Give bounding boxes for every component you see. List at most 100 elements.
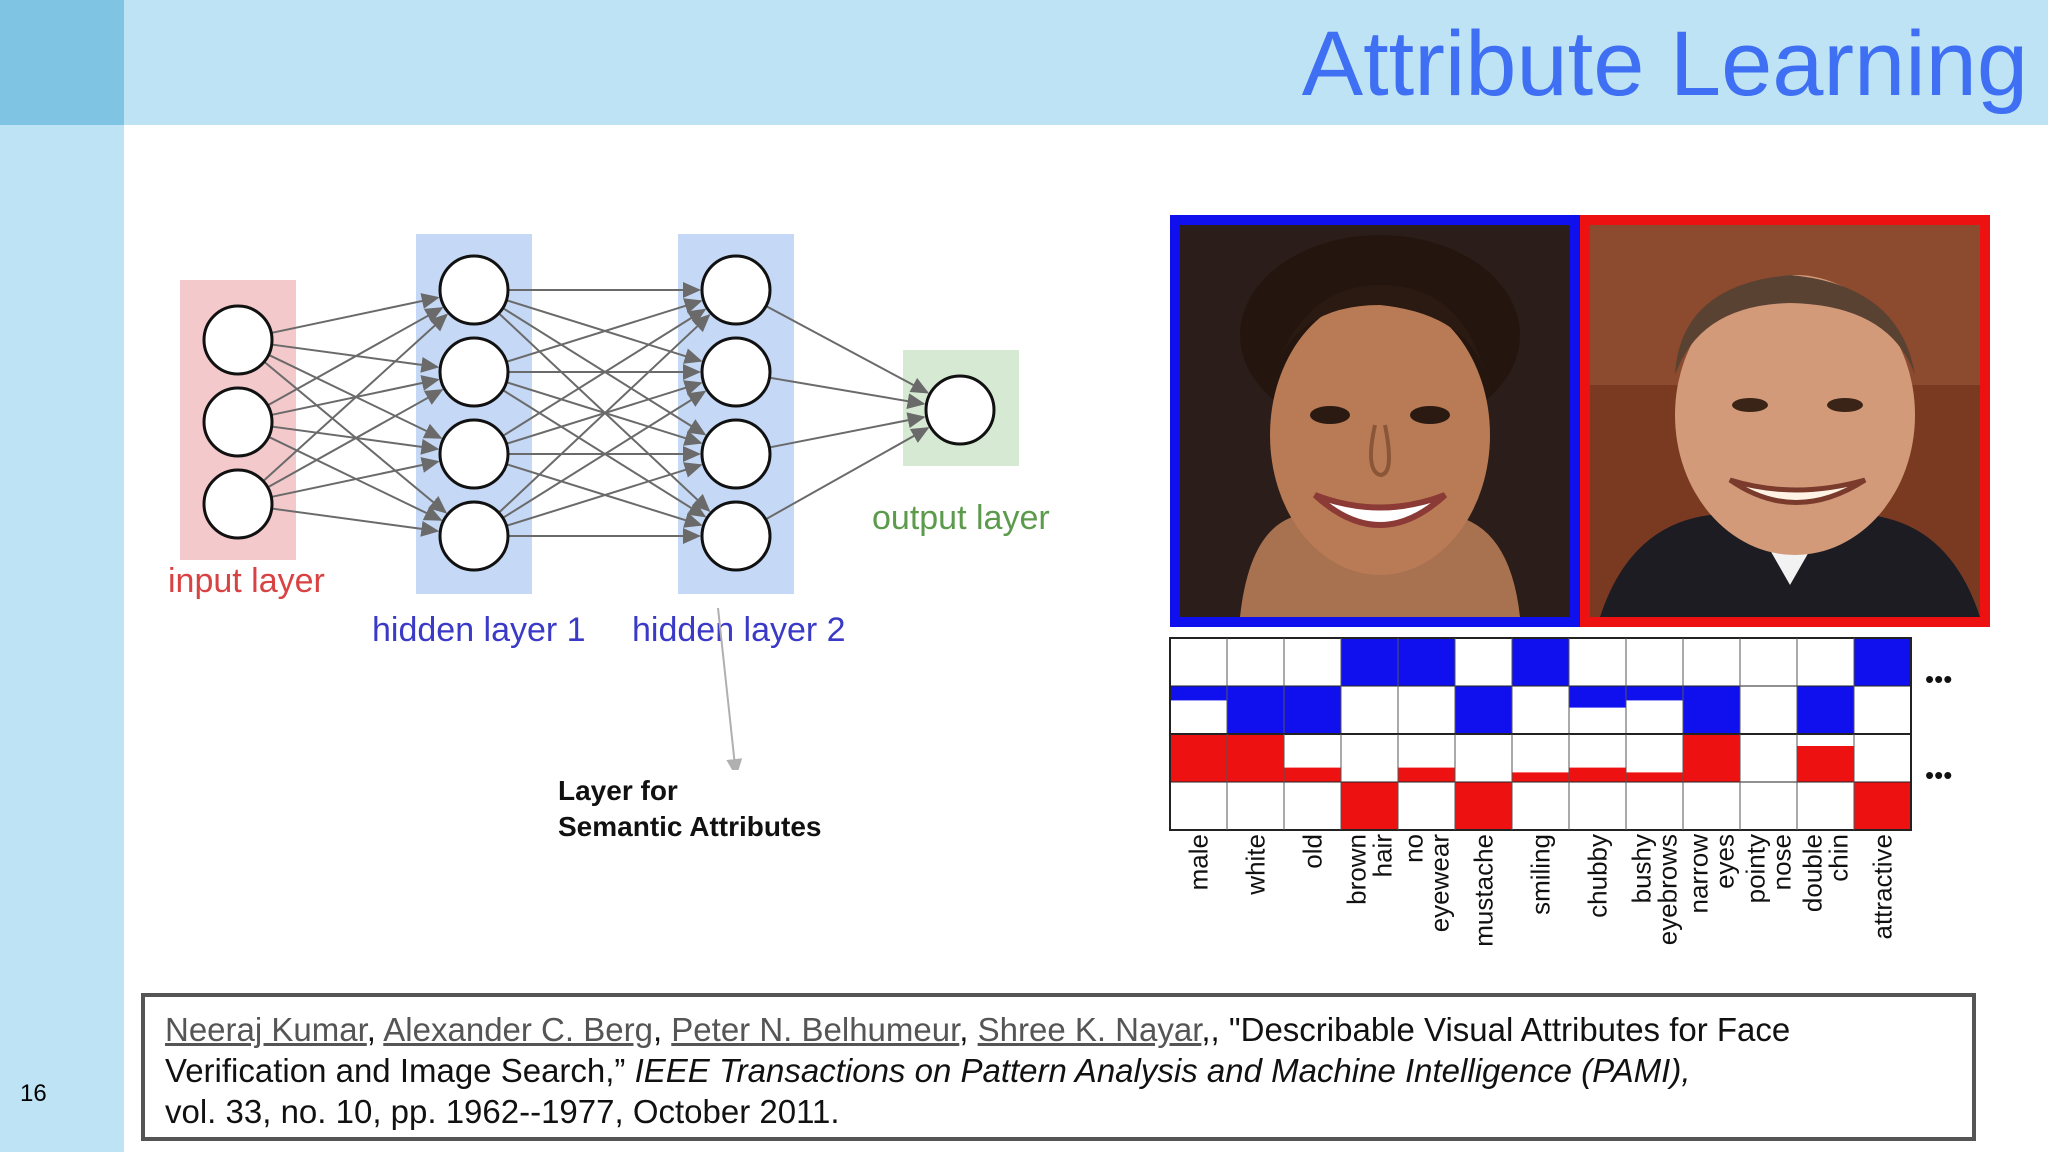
face-photo-woman: [1170, 215, 1580, 627]
annotation-line-2: Semantic Attributes: [558, 811, 822, 842]
attribute-tick-label: smiling: [1526, 834, 1556, 915]
attribute-tick-label: eyewear: [1425, 834, 1455, 933]
network-connections: [262, 282, 930, 544]
attribute-tick-label: male: [1184, 834, 1214, 890]
network-connection: [769, 376, 926, 410]
network-connection: [271, 293, 440, 334]
red-attribute-bar: [1626, 772, 1683, 782]
blue-attribute-bar: [1284, 686, 1341, 734]
citation-journal: IEEE Transactions on Pattern Analysis an…: [634, 1052, 1691, 1089]
network-connection: [502, 308, 707, 437]
network-connection: [502, 390, 707, 519]
attribute-tick-label: chin: [1824, 834, 1854, 882]
hidden2-neuron: [700, 254, 772, 326]
network-connection: [765, 427, 930, 521]
author-separator: ,: [366, 1011, 384, 1048]
slide-corner: [0, 0, 124, 125]
attribute-tick-label: bushy: [1627, 834, 1657, 903]
annotation-arrow: [717, 607, 743, 770]
hidden1-neuron: [438, 418, 510, 490]
attribute-tick-label: pointy: [1741, 834, 1771, 903]
network-nodes: [202, 254, 996, 572]
hidden-layer-2-label: hidden layer 2: [632, 611, 846, 649]
annotation-line-1: Layer for: [558, 775, 678, 806]
citation-title: ,, "Describable Visual Attributes for Fa…: [165, 1011, 1791, 1089]
red-attribute-bar: [1854, 782, 1911, 830]
slide-sidebar: [0, 0, 124, 1152]
red-attribute-bar: [1341, 782, 1398, 830]
red-attribute-bar: [1569, 767, 1626, 782]
citation-details: vol. 33, no. 10, pp. 1962--1977, October…: [165, 1093, 840, 1130]
attribute-tick-label: double: [1798, 834, 1828, 912]
blue-attribute-bar: [1227, 686, 1284, 734]
blue-attribute-bar: [1170, 686, 1227, 701]
output-layer-label: output layer: [872, 499, 1050, 537]
neural-network-diagram: input layer hidden layer 1 hidden layer …: [168, 234, 1050, 770]
input-layer-label: input layer: [168, 562, 325, 600]
blue-attribute-bar: [1398, 638, 1455, 686]
attribute-tick-label: brown: [1342, 834, 1372, 905]
network-connection: [262, 313, 449, 482]
network-connection: [271, 457, 440, 498]
network-connection: [506, 298, 703, 363]
blue-attribute-bar: [1512, 638, 1569, 686]
attribute-tick-label: nose: [1767, 834, 1797, 890]
hidden1-neuron: [438, 500, 510, 572]
slide-header: Attribute Learning: [124, 0, 2048, 125]
input-neuron: [202, 304, 274, 376]
author-separator: ,: [652, 1011, 672, 1048]
slide-number: 16: [20, 1080, 47, 1107]
input-neuron: [202, 468, 274, 540]
red-attribute-bar: [1455, 782, 1512, 830]
network-connection: [267, 307, 444, 407]
author-link-belhumeur[interactable]: Peter N. Belhumeur: [671, 1011, 960, 1048]
network-connection: [769, 412, 926, 449]
attribute-tick-label: chubby: [1583, 834, 1613, 918]
attribute-tick-label: narrow: [1684, 834, 1714, 914]
citation-box: Neeraj Kumar, Alexander C. Berg, Peter N…: [141, 993, 1976, 1141]
blue-attribute-bar: [1455, 686, 1512, 734]
attribute-tick-label: eyebrows: [1653, 834, 1683, 945]
blue-attribute-bar: [1683, 686, 1740, 734]
input-neuron: [202, 386, 274, 458]
attribute-tick-label: mustache: [1469, 834, 1499, 947]
red-attribute-bar: [1512, 772, 1569, 782]
hidden-layer-1-label: hidden layer 1: [372, 611, 586, 649]
more-indicator-blue: •••: [1925, 664, 1952, 694]
red-attribute-bar: [1227, 734, 1284, 782]
network-connection: [271, 507, 440, 537]
semantic-attributes-annotation: Layer for Semantic Attributes: [558, 773, 821, 845]
attribute-tick-label: eyes: [1710, 834, 1740, 889]
network-connection: [498, 313, 711, 514]
author-link-kumar[interactable]: Neeraj Kumar: [165, 1011, 367, 1048]
attribute-tick-label: white: [1241, 834, 1271, 896]
attribute-tick-label: attractive: [1868, 834, 1898, 940]
blue-attribute-bar: [1626, 686, 1683, 701]
attribute-tick-label: no: [1399, 834, 1429, 863]
network-connection: [765, 305, 930, 394]
author-link-berg[interactable]: Alexander C. Berg: [383, 1011, 653, 1048]
network-connection: [506, 462, 703, 527]
attribute-tick-label: hair: [1368, 834, 1398, 878]
woman-portrait-image: [1180, 225, 1570, 617]
blue-attribute-bar: [1341, 638, 1398, 686]
red-attribute-bar: [1170, 734, 1227, 782]
more-indicator-red: •••: [1925, 760, 1952, 790]
hidden2-neuron: [700, 500, 772, 572]
hidden2-neuron: [700, 418, 772, 490]
face-photo-man: [1580, 215, 1990, 627]
man-portrait-image: [1590, 225, 1980, 617]
author-link-nayar[interactable]: Shree K. Nayar: [977, 1011, 1202, 1048]
attribute-tick-label: old: [1298, 834, 1328, 869]
blue-attribute-bar: [1854, 638, 1911, 686]
author-separator: ,: [959, 1011, 978, 1048]
hidden1-neuron: [438, 336, 510, 408]
red-attribute-bar: [1683, 734, 1740, 782]
blue-attribute-bar: [1797, 686, 1854, 734]
hidden2-neuron: [700, 336, 772, 408]
output-neuron: [924, 374, 996, 446]
hidden1-neuron: [438, 254, 510, 326]
network-connection: [267, 389, 444, 489]
red-attribute-bar: [1797, 746, 1854, 782]
